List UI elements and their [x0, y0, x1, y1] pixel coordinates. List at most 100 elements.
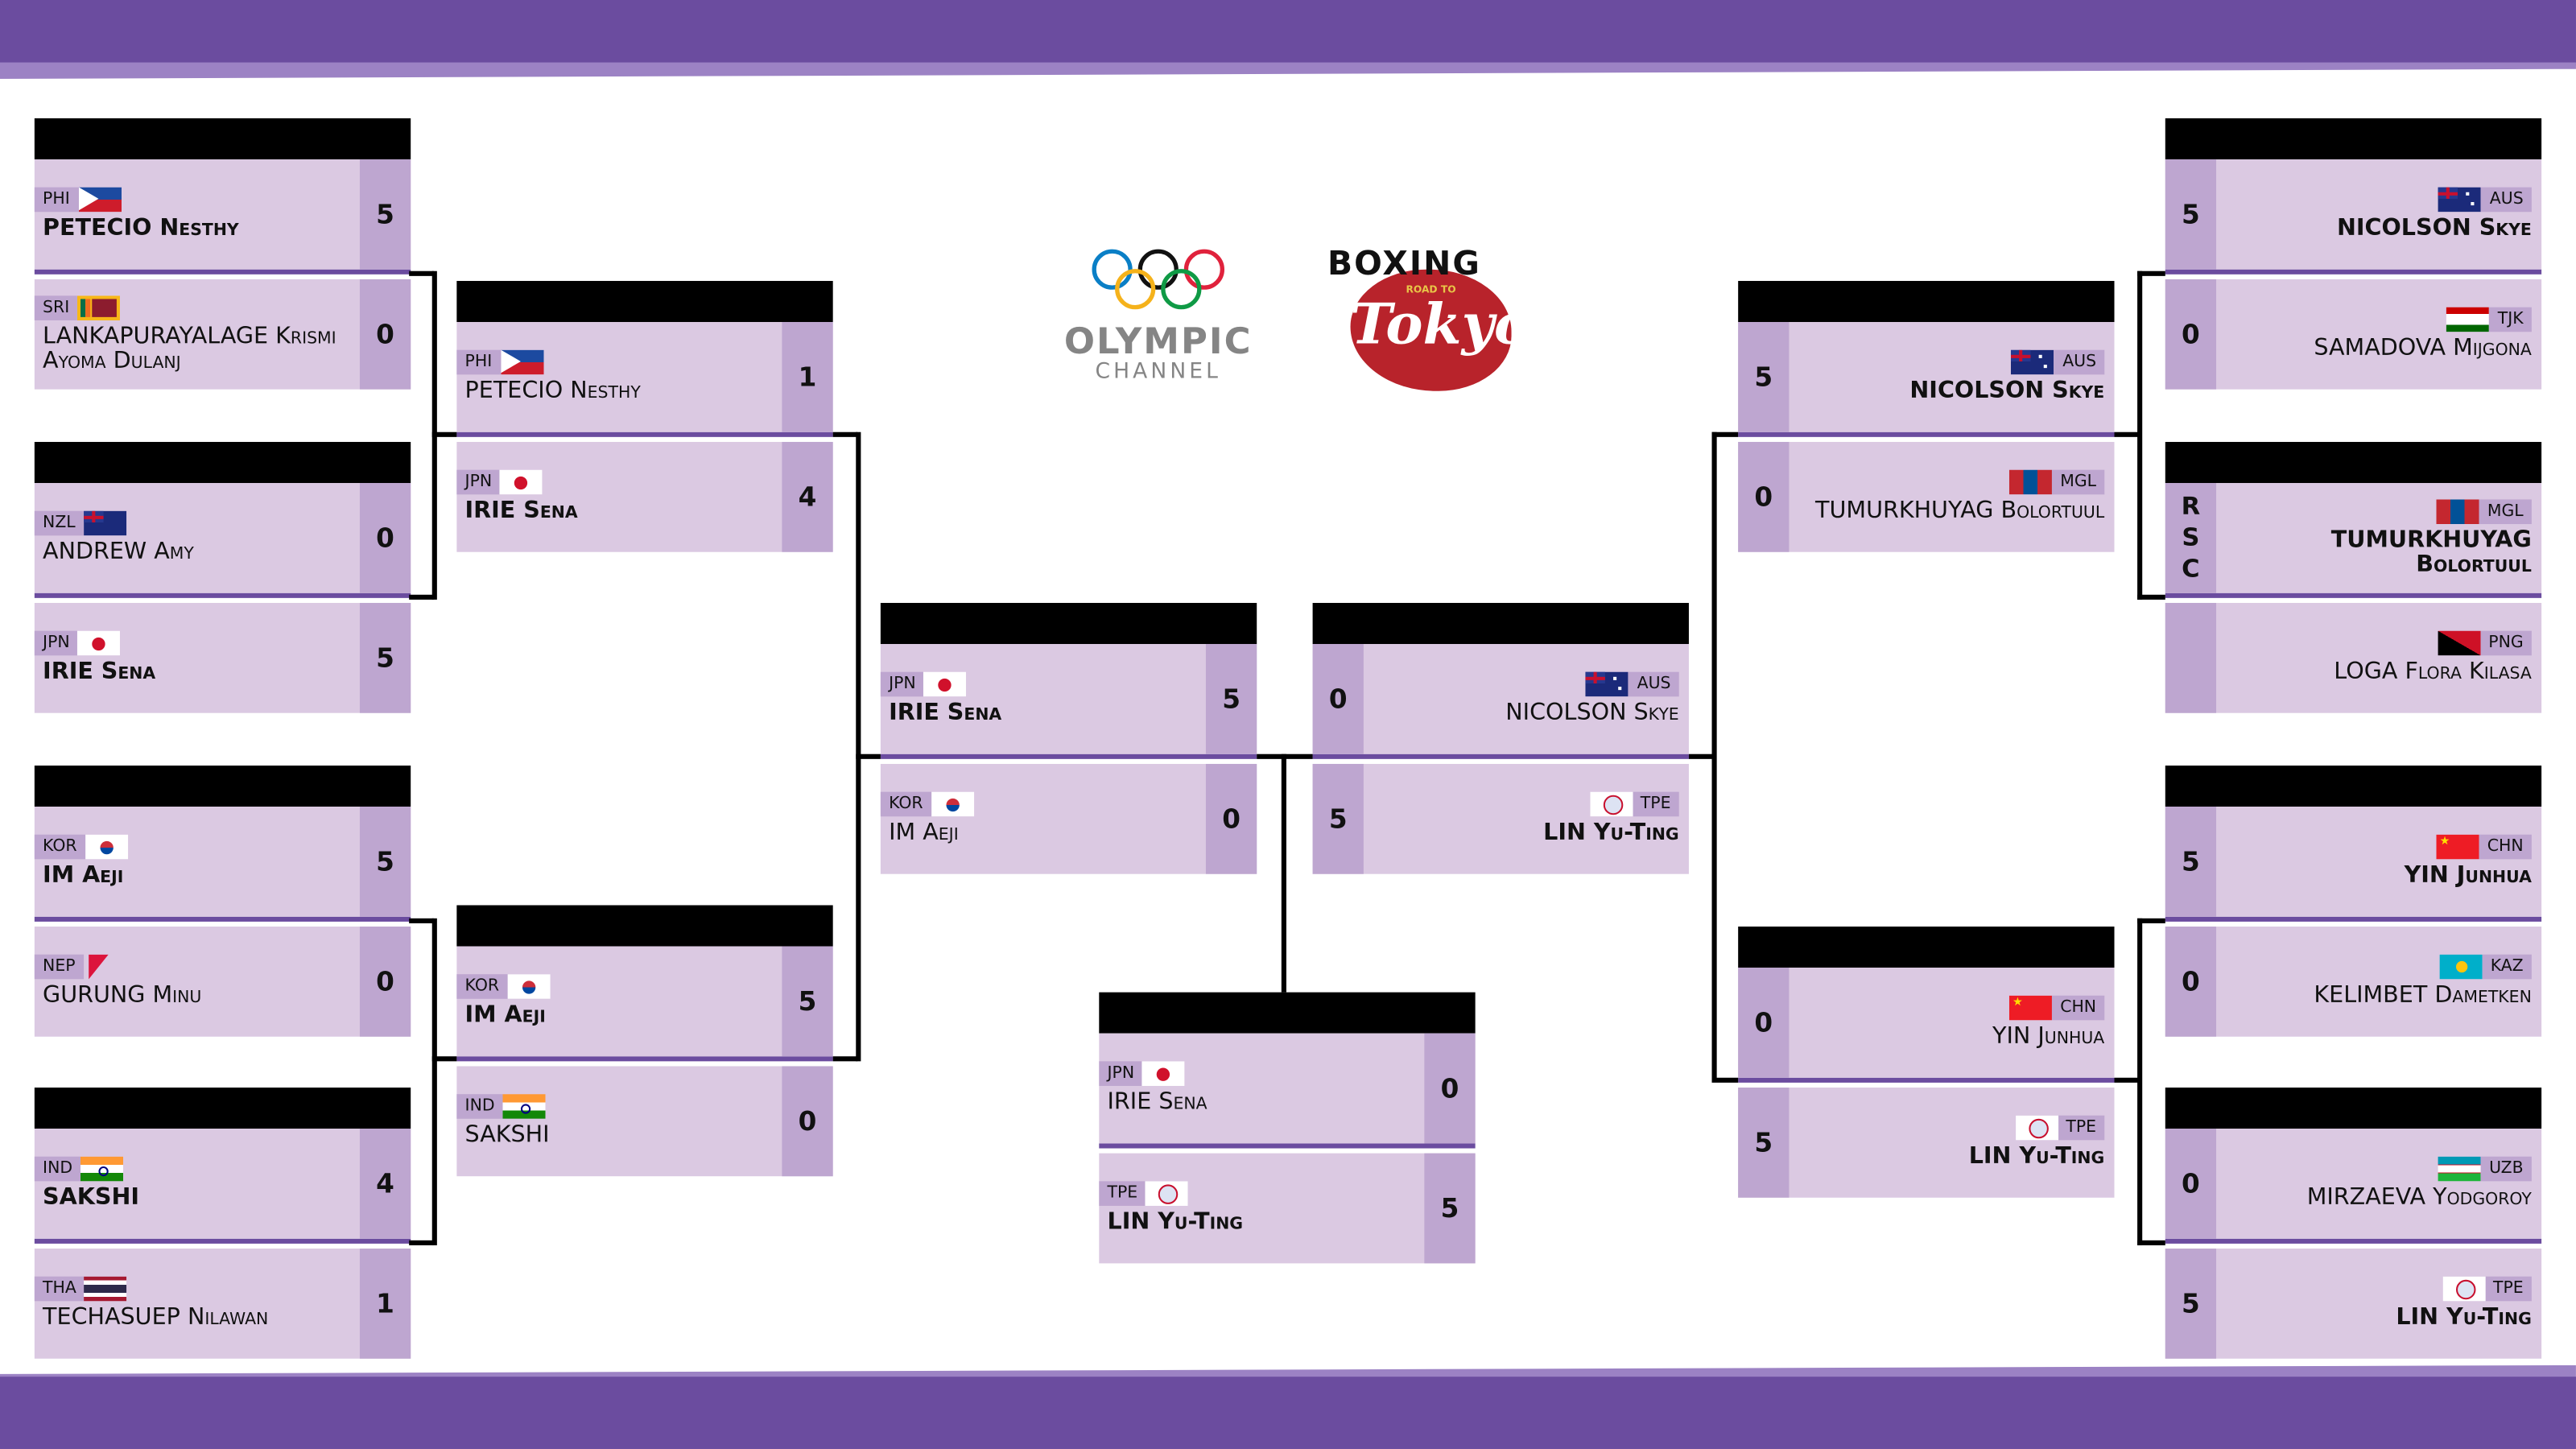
- competitor-name: LIN Yu-Ting: [1543, 819, 1679, 847]
- flag-nepal-icon: [84, 954, 126, 980]
- country-code: JPN: [1099, 1061, 1143, 1086]
- country-chip: THA: [34, 1276, 128, 1302]
- competitor-score: 5: [2165, 807, 2217, 917]
- competitor-name: LANKAPURAYALAGE Krismi Ayoma Dulanj: [43, 323, 336, 374]
- competitor-name: TUMURKHUYAG Bolortuul: [2330, 526, 2532, 578]
- country-chip: SRI: [34, 295, 121, 320]
- competitor-score: 5: [1424, 1153, 1476, 1264]
- flag-china-icon: ★: [2008, 995, 2052, 1021]
- flag-thailand-icon: [85, 1276, 128, 1302]
- country-code: KOR: [34, 834, 85, 860]
- bracket-connector-line: [1711, 431, 1739, 437]
- bracket-connector-line: [431, 1056, 457, 1062]
- bracket-connector-line: [409, 1240, 434, 1245]
- country-chip: TPE: [1589, 791, 1679, 817]
- bracket-connector-line: [856, 753, 881, 759]
- flag-chinese-taipei-icon: [1589, 791, 1633, 817]
- flag-kazakhstan-icon: [2439, 954, 2483, 980]
- flag-uzbekistan-icon: [2438, 1156, 2481, 1182]
- flag-australia-icon: [2438, 187, 2482, 213]
- bracket-connector-line: [856, 431, 861, 1062]
- country-code: KAZ: [2482, 954, 2532, 980]
- flag-japan-icon: [500, 469, 543, 495]
- match-header: [2165, 441, 2542, 483]
- bracket-connector-line: [431, 918, 437, 1245]
- competitor-score: 5: [782, 946, 833, 1057]
- flag-japan-icon: [1142, 1061, 1186, 1086]
- bracket-connector-line: [832, 431, 858, 437]
- competitor-name: GURUNG Minu: [43, 982, 202, 1009]
- olympic-rings-icon: [1092, 249, 1225, 310]
- competitor-score: 1: [359, 1249, 411, 1359]
- match-header: [34, 766, 411, 807]
- flag-india-icon: [502, 1094, 546, 1119]
- match-header: [2165, 118, 2542, 159]
- country-code: CHN: [2479, 834, 2532, 860]
- competitor-name: IM Aeji: [464, 1001, 546, 1029]
- country-chip: TPE: [2015, 1115, 2105, 1141]
- country-chip: KOR: [34, 834, 128, 860]
- country-code: MGL: [2479, 498, 2532, 523]
- top-band: [0, 0, 2576, 66]
- competitor-score: 0: [1205, 763, 1257, 874]
- bottom-band: [0, 1377, 2576, 1449]
- flag-chinese-taipei-icon: [1146, 1181, 1189, 1206]
- country-chip: CHN★: [2008, 995, 2105, 1021]
- match-header: [34, 118, 411, 159]
- competitor-name: SAMADOVA Mijgona: [2314, 335, 2532, 361]
- country-code: SRI: [34, 295, 78, 320]
